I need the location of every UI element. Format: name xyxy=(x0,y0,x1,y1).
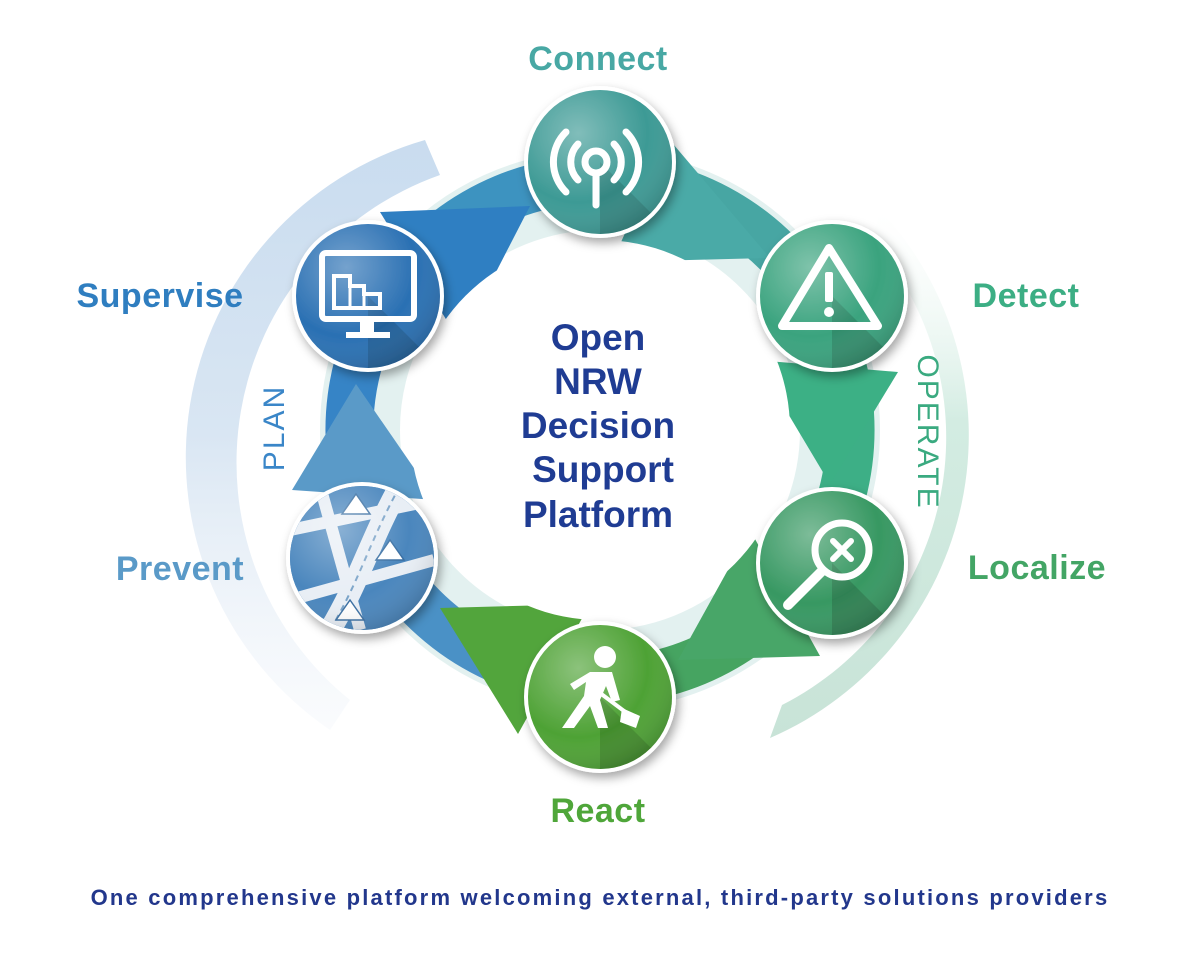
arrow-to-react xyxy=(678,530,820,660)
arc-label-plan: PLAN xyxy=(258,385,291,471)
node-localize xyxy=(756,487,908,639)
center-line-1: Open xyxy=(551,317,646,358)
magnifier-x-icon xyxy=(783,519,873,610)
arc-label-operate: OPERATE xyxy=(911,354,944,509)
center-line-4: Support xyxy=(532,449,674,490)
arrow-to-localize xyxy=(756,360,898,484)
prevent-node-shade xyxy=(290,486,434,630)
center-disc xyxy=(410,240,790,620)
worker-shovel-icon xyxy=(562,646,640,728)
stage-label-react: React xyxy=(550,792,645,830)
center-title: Open NRW Decision Support Platform xyxy=(521,317,675,535)
monitor-chart-icon xyxy=(319,250,417,338)
stage-label-detect: Detect xyxy=(973,277,1080,315)
stage-label-prevent: Prevent xyxy=(116,550,244,588)
node-connect xyxy=(524,86,676,238)
footer-tagline: One comprehensive platform welcoming ext… xyxy=(90,885,1110,910)
stage-label-localize: Localize xyxy=(968,549,1106,587)
stage-label-supervise: Supervise xyxy=(76,277,243,315)
center-line-2: NRW xyxy=(554,361,642,402)
stage-label-connect: Connect xyxy=(528,40,668,78)
arrow-to-detect xyxy=(612,138,770,262)
operate-arc xyxy=(770,210,969,738)
antenna-icon xyxy=(549,128,643,209)
center-line-3: Decision xyxy=(521,405,675,446)
plan-arc xyxy=(185,140,440,730)
warning-triangle-icon xyxy=(778,244,882,330)
center-line-5: Platform xyxy=(523,494,673,535)
arrow-to-prevent xyxy=(440,604,590,734)
arrow-to-supervise xyxy=(292,384,436,500)
